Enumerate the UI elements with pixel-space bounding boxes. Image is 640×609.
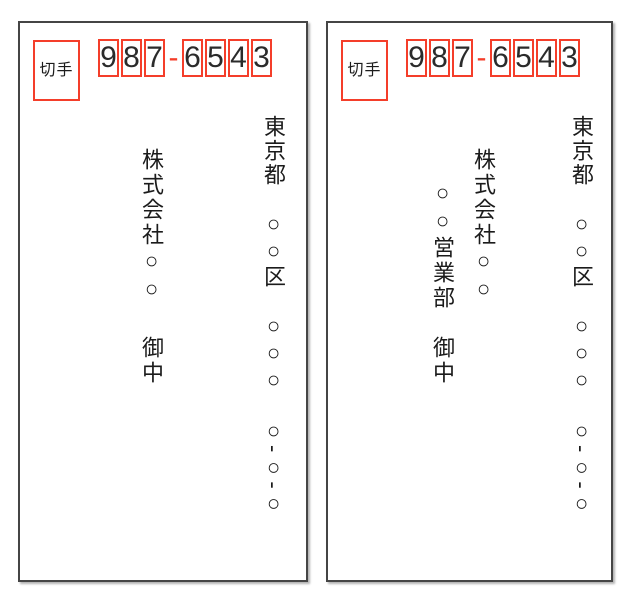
postal-code-row: 9 8 7 - 6 5 4 3 — [98, 39, 272, 77]
stamp-box: 切手 — [341, 40, 388, 101]
envelope-with-department: 切手 9 8 7 - 6 5 4 3 東京都 ○○区 ○○○ ○-○-○ 株式会… — [326, 21, 613, 582]
postal-code-row: 9 8 7 - 6 5 4 3 — [406, 39, 580, 77]
postal-digit-box: 9 — [98, 39, 119, 77]
postal-digit-box: 4 — [228, 39, 249, 77]
postal-digit-box: 7 — [144, 39, 165, 77]
stamp-label: 切手 — [347, 61, 382, 79]
address-vertical-text: 東京都 ○○区 ○○○ ○-○-○ — [261, 115, 286, 518]
recipient-company-text: 株式会社○○ — [471, 148, 496, 304]
postal-digit-box: 5 — [205, 39, 226, 77]
recipient-honorific-text: 御中 — [139, 336, 164, 386]
postal-digit-box: 9 — [406, 39, 427, 77]
envelope-company-only: 切手 9 8 7 - 6 5 4 3 東京都 ○○区 ○○○ ○-○-○ 株式会… — [18, 21, 308, 582]
postal-digit-box: 6 — [490, 39, 511, 77]
postal-hyphen: - — [476, 41, 487, 74]
postal-digit-box: 7 — [452, 39, 473, 77]
postal-digit-box: 8 — [429, 39, 450, 77]
recipient-honorific-text: 御中 — [430, 336, 455, 386]
postal-digit-box: 3 — [251, 39, 272, 77]
address-vertical-text: 東京都 ○○区 ○○○ ○-○-○ — [569, 115, 594, 518]
postal-digit-box: 6 — [182, 39, 203, 77]
postal-digit-box: 4 — [536, 39, 557, 77]
recipient-department-text: ○○営業部 — [430, 180, 455, 311]
recipient-company-text: 株式会社○○ — [139, 148, 164, 304]
stamp-label: 切手 — [39, 61, 74, 79]
postal-hyphen: - — [168, 41, 179, 74]
stamp-box: 切手 — [33, 40, 80, 101]
postal-digit-box: 8 — [121, 39, 142, 77]
postal-digit-box: 3 — [559, 39, 580, 77]
postal-digit-box: 5 — [513, 39, 534, 77]
